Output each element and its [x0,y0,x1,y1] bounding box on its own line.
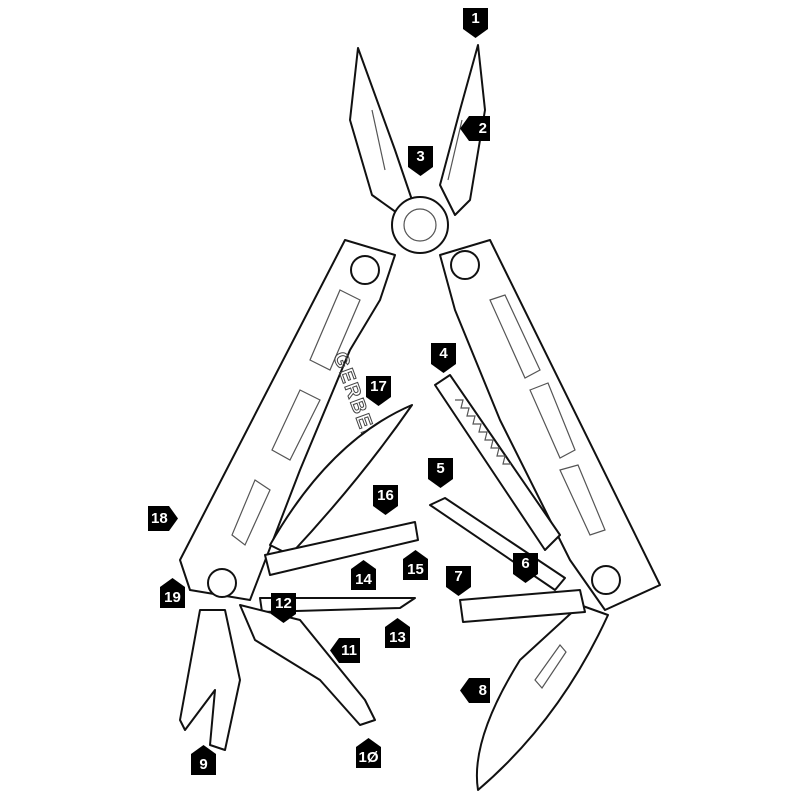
bit-driver [459,589,586,623]
right-handle [439,239,661,611]
plier-jaw-left [349,47,413,216]
knife-blade [269,404,413,556]
small-blade [259,597,416,613]
bottle-opener [239,604,376,726]
pivot [391,196,449,254]
scissors [179,609,241,751]
file-tool [264,521,419,576]
serrated-blade [475,604,609,791]
saw-blade [434,374,561,551]
left-handle [179,239,396,601]
